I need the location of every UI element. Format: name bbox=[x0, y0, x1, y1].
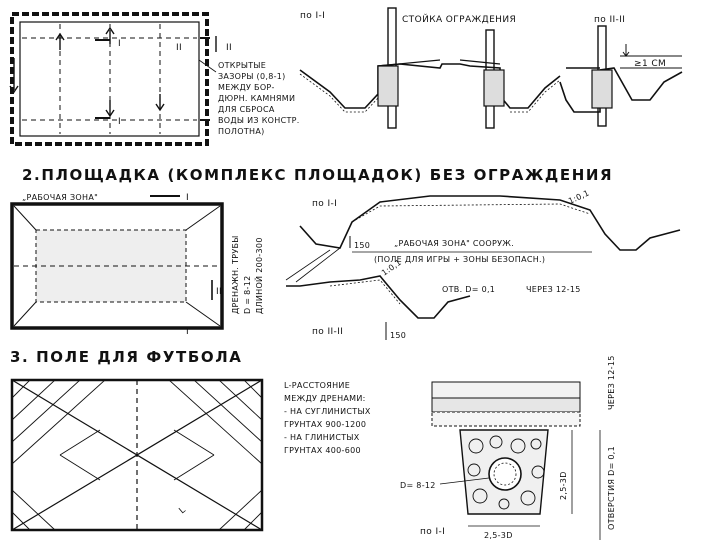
s1-section-mark-2: по II-II bbox=[594, 15, 625, 25]
section3-drain-detail: D= 8-12 2,5-3D 2,5-3D по I-I ОТВЕРСТИЯ D… bbox=[400, 355, 616, 540]
s2-drain-0: ДРЕНАЖН. ТРУБЫ bbox=[231, 235, 240, 314]
section3-legend: L-РАССТОЯНИЕ МЕЖДУ ДРЕНАМИ: - НА СУГЛИНИ… bbox=[284, 381, 371, 455]
s2-cut-I-top: I bbox=[186, 193, 189, 203]
post-label: СТОЙКА ОГРАЖДЕНИЯ bbox=[402, 13, 516, 25]
section3-heading: 3. ПОЛЕ ДЛЯ ФУТБОЛА bbox=[10, 348, 243, 366]
section1-cross-section-II: по II-II ≥1 СМ bbox=[559, 15, 683, 127]
s2-cut-I-bottom: I bbox=[186, 327, 189, 337]
s2-work-zone: „РАБОЧАЯ ЗОНА" bbox=[22, 193, 98, 202]
s2-field-note: (ПОЛЕ ДЛЯ ИГРЫ + ЗОНЫ БЕЗОПАСН.) bbox=[374, 255, 545, 264]
s1-section-mark-1: по I-I bbox=[300, 11, 325, 21]
s3-legend-1: МЕЖДУ ДРЕНАМИ: bbox=[284, 394, 366, 403]
s2-slope-1: 1:0,1 bbox=[567, 188, 591, 205]
s3-legend-3: ГРУНТАХ 900-1200 bbox=[284, 420, 366, 429]
s2-dim-150b: 150 bbox=[390, 331, 406, 340]
s2-dim-150: 150 bbox=[354, 241, 370, 250]
s1-note-4: ДЛЯ СБРОСА bbox=[218, 105, 275, 114]
s3-dim-depth: 2,5-3D bbox=[559, 471, 568, 500]
s1-cut-II-left: II bbox=[176, 43, 182, 53]
s3-l-mark: L bbox=[178, 505, 189, 516]
section2-plan: „РАБОЧАЯ ЗОНА" I I II ДРЕНАЖН. ТРУБЫ D =… bbox=[10, 193, 264, 337]
s2-cut-II: II bbox=[216, 287, 222, 297]
gap-label: ≥1 СМ bbox=[634, 59, 666, 69]
s2-hole-note: ОТВ. D= 0,1 bbox=[442, 285, 495, 294]
s3-hole-vert: ОТВЕРСТИЯ D= 0,1 bbox=[607, 446, 616, 530]
s3-legend-2: - НА СУГЛИНИСТЫХ bbox=[284, 407, 371, 416]
s3-dim-width: 2,5-3D bbox=[484, 531, 513, 540]
s1-note-1: ЗАЗОРЫ (0,8-1) bbox=[218, 72, 286, 81]
s2-drain-1: D = 8-12 bbox=[243, 275, 252, 314]
s3-section-mark: по I-I bbox=[420, 527, 445, 537]
section1-cross-section-I: по I-I СТОЙКА ОГРАЖДЕНИЯ bbox=[299, 7, 561, 129]
s2-drain-2: ДЛИНОЙ 200-300 bbox=[253, 237, 264, 314]
s3-pipe-d: D= 8-12 bbox=[400, 481, 436, 490]
s3-legend-4: - НА ГЛИНИСТЫХ bbox=[284, 433, 360, 442]
s1-note-6: ПОЛОТНА) bbox=[218, 127, 265, 136]
section2-heading: 2.ПЛОЩАДКА (КОМПЛЕКС ПЛОЩАДОК) БЕЗ ОГРАЖ… bbox=[22, 166, 613, 184]
s1-note-3: ДЮРН. КАМНЯМИ bbox=[218, 94, 295, 103]
s1-note-2: МЕЖДУ БОР- bbox=[218, 83, 275, 92]
s2-section-mark-2: по II-II bbox=[312, 327, 343, 337]
s2-section-mark-1: по I-I bbox=[312, 199, 337, 209]
s1-cut-I-top: I bbox=[118, 39, 121, 49]
section1-plan: I I II II ОТКРЫТЫЕ ЗАЗОРЫ (0,8-1) МЕЖДУ … bbox=[9, 12, 300, 146]
s1-note-0: ОТКРЫТЫЕ bbox=[218, 61, 266, 70]
s3-legend-0: L-РАССТОЯНИЕ bbox=[284, 381, 350, 390]
s3-legend-5: ГРУНТАХ 400-600 bbox=[284, 446, 361, 455]
s1-note-5: ВОДЫ ИЗ КОНСТР. bbox=[218, 116, 300, 125]
s1-cut-II-right: II bbox=[226, 43, 232, 53]
section3-field-plan: L bbox=[10, 378, 264, 532]
s2-hole-step: ЧЕРЕЗ 12-15 bbox=[526, 285, 581, 294]
s3-step-vert: ЧЕРЕЗ 12-15 bbox=[607, 355, 616, 410]
s2-work-zone-struct: „РАБОЧАЯ ЗОНА" СООРУЖ. bbox=[394, 239, 514, 248]
section2-cross-section-I: по I-I 150 „РАБОЧАЯ ЗОНА" СООРУЖ. (ПОЛЕ … bbox=[299, 188, 681, 264]
s1-cut-I-bottom: I bbox=[118, 117, 121, 127]
